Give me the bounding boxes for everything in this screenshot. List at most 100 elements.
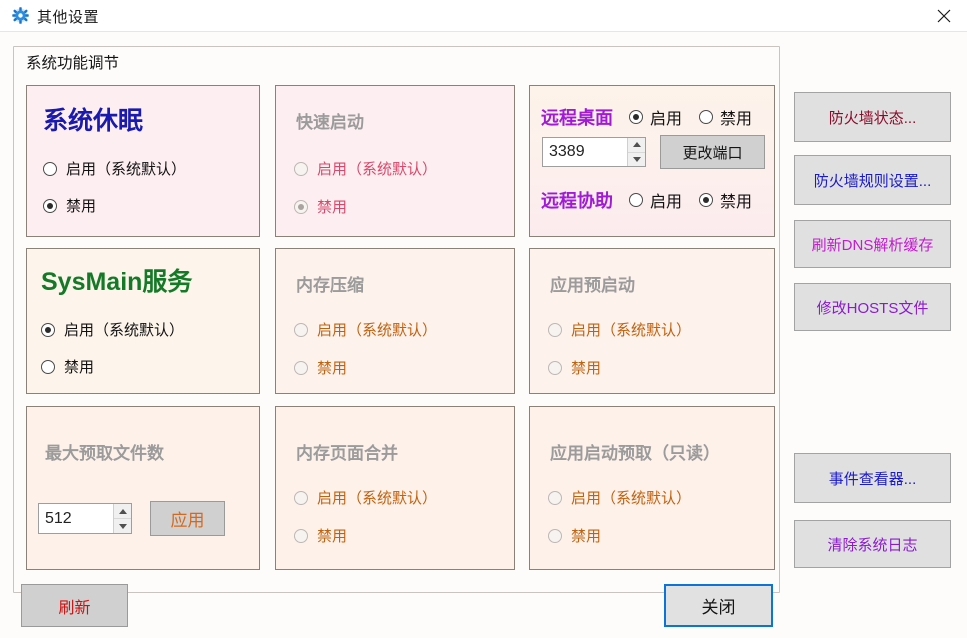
remote-desktop-options: 启用 禁用 [629, 105, 752, 129]
radio-memory-page-combining-disable[interactable]: 禁用 [294, 525, 347, 546]
radio-hibernate-disable[interactable]: 禁用 [43, 195, 96, 216]
radio-label: 启用（系统默认） [66, 161, 187, 178]
radio-app-launch-prefetch-disable[interactable]: 禁用 [548, 525, 601, 546]
radio-label: 禁用 [720, 111, 753, 128]
panel-title-max-prefetch-files: 最大预取文件数 [45, 444, 164, 463]
max-prefetch-input[interactable]: 512 [38, 503, 132, 534]
radio-remote-desktop-enable[interactable]: 启用 [629, 105, 682, 129]
spinner-up-icon[interactable] [114, 504, 131, 519]
radio-fast-startup-disable[interactable]: 禁用 [294, 196, 347, 217]
edit-hosts-button[interactable]: 修改HOSTS文件 [794, 283, 951, 331]
radio-label: 启用 [650, 111, 683, 128]
radio-remote-assistance-disable[interactable]: 禁用 [699, 188, 752, 212]
radio-app-prelaunch-enable[interactable]: 启用（系统默认） [548, 319, 691, 340]
radio-indicator [548, 490, 562, 505]
radio-label: 禁用 [571, 360, 602, 377]
panel-remote-desktop: 远程桌面 启用 禁用 3389 更改端口 远程协助 启用 [529, 85, 775, 237]
radio-indicator [41, 322, 55, 337]
panel-title-memory-page-combining: 内存页面合并 [296, 444, 398, 463]
radio-indicator [629, 110, 643, 124]
panel-title-app-prelaunch: 应用预启动 [550, 276, 635, 295]
radio-memory-compression-enable[interactable]: 启用（系统默认） [294, 319, 437, 340]
firewall-rules-button[interactable]: 防火墙规则设置... [794, 155, 951, 205]
radio-label: 启用 [650, 194, 683, 211]
radio-sysmain-enable[interactable]: 启用（系统默认） [41, 319, 184, 340]
panel-title-remote-assistance: 远程协助 [541, 191, 613, 211]
radio-label: 启用（系统默认） [317, 161, 438, 178]
radio-label: 禁用 [317, 360, 348, 377]
radio-label: 禁用 [720, 194, 753, 211]
radio-label: 禁用 [66, 198, 97, 215]
radio-indicator [294, 161, 308, 176]
panel-title-sysmain: SysMain服务 [41, 268, 193, 296]
window-title: 其他设置 [37, 9, 100, 26]
panel-title-hibernate: 系统休眠 [43, 107, 144, 135]
panel-title-memory-compression: 内存压缩 [296, 276, 364, 295]
clear-system-logs-button[interactable]: 清除系统日志 [794, 520, 951, 568]
radio-app-launch-prefetch-enable[interactable]: 启用（系统默认） [548, 487, 691, 508]
panel-memory-compression: 内存压缩 启用（系统默认） 禁用 [275, 248, 515, 394]
radio-label: 启用（系统默认） [317, 490, 438, 507]
radio-memory-page-combining-enable[interactable]: 启用（系统默认） [294, 487, 437, 508]
event-viewer-button[interactable]: 事件查看器... [794, 453, 951, 503]
panel-max-prefetch-files: 最大预取文件数 512 应用 [26, 406, 260, 570]
remote-assistance-options: 启用 禁用 [629, 188, 752, 212]
spinner-down-icon[interactable] [114, 519, 131, 533]
radio-label: 启用（系统默认） [571, 490, 692, 507]
radio-indicator [41, 359, 55, 374]
close-dialog-button[interactable]: 关闭 [664, 584, 773, 627]
radio-label: 启用（系统默认） [64, 322, 185, 339]
radio-indicator [699, 193, 714, 207]
panel-hibernate: 系统休眠 启用（系统默认） 禁用 [26, 85, 260, 237]
flush-dns-button[interactable]: 刷新DNS解析缓存 [794, 220, 951, 268]
radio-indicator [294, 490, 308, 505]
spinner-up-icon[interactable] [628, 138, 645, 153]
radio-indicator [294, 360, 308, 375]
close-icon[interactable] [921, 0, 967, 31]
radio-memory-compression-disable[interactable]: 禁用 [294, 357, 347, 378]
radio-sysmain-disable[interactable]: 禁用 [41, 356, 94, 377]
port-spinner-arrows[interactable] [627, 138, 645, 166]
radio-label: 禁用 [317, 528, 348, 545]
radio-label: 禁用 [64, 359, 95, 376]
panel-fast-startup: 快速启动 启用（系统默认） 禁用 [275, 85, 515, 237]
panel-app-launch-prefetch: 应用启动预取（只读） 启用（系统默认） 禁用 [529, 406, 775, 570]
refresh-button[interactable]: 刷新 [21, 584, 128, 627]
port-value: 3389 [549, 143, 585, 160]
radio-hibernate-enable[interactable]: 启用（系统默认） [43, 158, 186, 179]
panel-title-remote-desktop: 远程桌面 [541, 108, 613, 128]
radio-app-prelaunch-disable[interactable]: 禁用 [548, 357, 601, 378]
radio-indicator [699, 110, 714, 124]
radio-indicator [294, 528, 308, 543]
radio-label: 禁用 [317, 199, 348, 216]
panel-sysmain: SysMain服务 启用（系统默认） 禁用 [26, 248, 260, 394]
radio-remote-assistance-enable[interactable]: 启用 [629, 188, 682, 212]
remote-desktop-port-input[interactable]: 3389 [542, 137, 646, 167]
radio-indicator [294, 199, 308, 214]
gear-icon [12, 7, 29, 24]
radio-remote-desktop-disable[interactable]: 禁用 [699, 105, 752, 129]
system-function-group [13, 46, 780, 593]
title-bar: 其他设置 [0, 0, 967, 32]
radio-label: 启用（系统默认） [571, 322, 692, 339]
radio-indicator [548, 528, 562, 543]
group-title: 系统功能调节 [20, 51, 126, 73]
radio-indicator [43, 161, 57, 176]
panel-app-prelaunch: 应用预启动 启用（系统默认） 禁用 [529, 248, 775, 394]
firewall-status-button[interactable]: 防火墙状态... [794, 92, 951, 142]
radio-fast-startup-enable[interactable]: 启用（系统默认） [294, 158, 437, 179]
prefetch-value: 512 [45, 509, 72, 527]
apply-prefetch-button[interactable]: 应用 [150, 501, 225, 536]
radio-label: 禁用 [571, 528, 602, 545]
panel-title-app-launch-prefetch: 应用启动预取（只读） [550, 444, 720, 463]
radio-indicator [294, 322, 308, 337]
spinner-down-icon[interactable] [628, 153, 645, 167]
radio-indicator [548, 360, 562, 375]
radio-indicator [629, 193, 643, 207]
panel-memory-page-combining: 内存页面合并 启用（系统默认） 禁用 [275, 406, 515, 570]
change-port-button[interactable]: 更改端口 [660, 135, 765, 169]
panel-title-fast-startup: 快速启动 [296, 113, 364, 132]
radio-indicator [43, 198, 57, 213]
prefetch-spinner-arrows[interactable] [113, 504, 131, 533]
